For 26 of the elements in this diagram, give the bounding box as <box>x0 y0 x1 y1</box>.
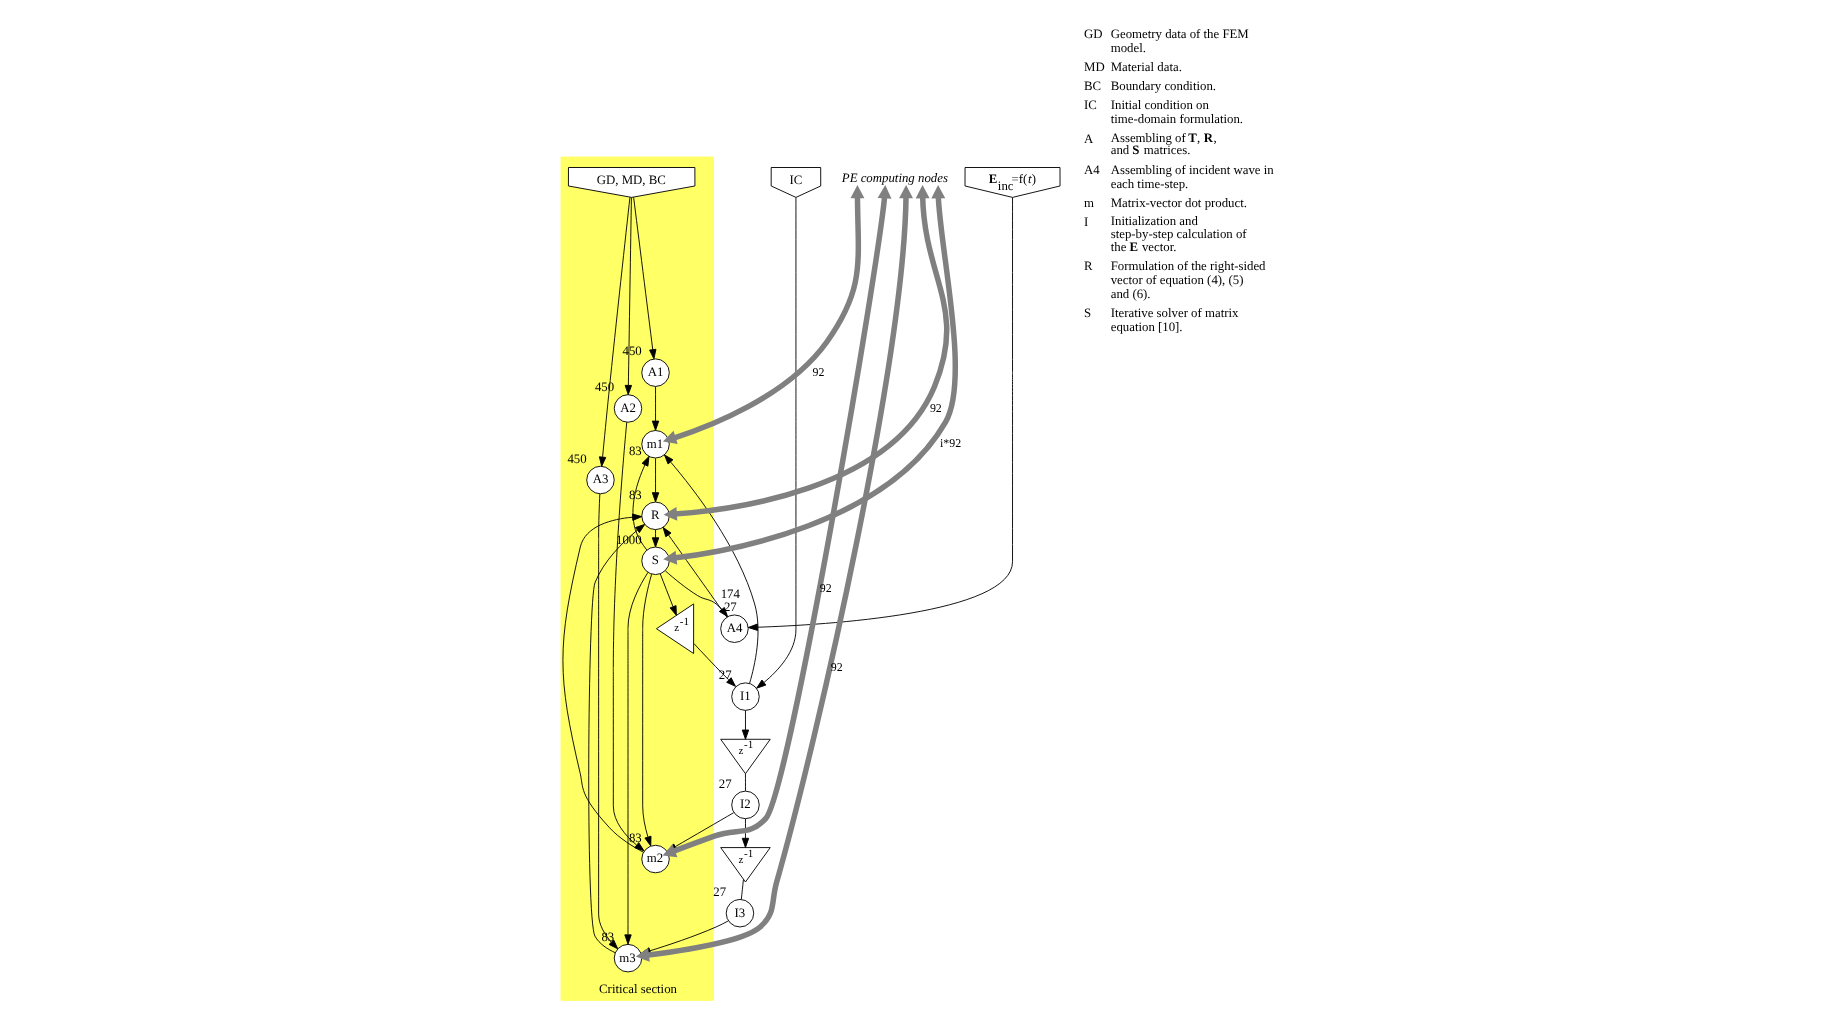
arrow <box>755 197 796 689</box>
connector <box>739 879 743 900</box>
arrow <box>623 197 632 396</box>
arrow <box>597 493 618 950</box>
arrow <box>650 457 659 503</box>
arrow <box>661 185 864 445</box>
arrow <box>663 570 728 618</box>
arrow <box>634 185 912 962</box>
arrow <box>650 529 659 548</box>
arrow <box>740 818 749 848</box>
arrow <box>661 526 727 618</box>
arrow <box>561 513 643 853</box>
arrow <box>641 573 652 847</box>
arrow <box>650 386 659 431</box>
arrow <box>632 196 656 360</box>
arrow <box>623 571 648 945</box>
arrow <box>740 710 749 740</box>
arrow <box>631 456 649 551</box>
arrow <box>597 196 630 467</box>
arrow <box>587 523 645 954</box>
arrow <box>692 643 735 687</box>
arrow <box>611 421 644 852</box>
connector <box>744 773 745 792</box>
arrow <box>658 573 676 616</box>
arrow <box>746 197 1012 631</box>
arrow <box>663 454 758 684</box>
